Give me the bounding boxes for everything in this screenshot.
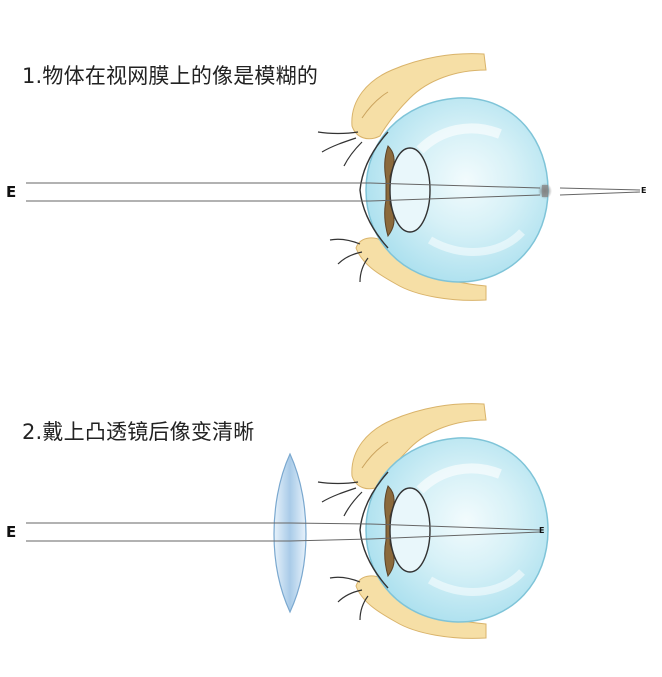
cornea (359, 471, 389, 589)
object-symbol-1: E (6, 183, 17, 201)
eye-illustration-2 (26, 403, 549, 639)
diagram-clear-image: 2.戴上凸透镜后像变清晰 E E (0, 330, 662, 677)
light-rays-refracted (289, 522, 541, 542)
caption-2: 2.戴上凸透镜后像变清晰 (22, 420, 255, 444)
eyelashes-top (317, 481, 363, 517)
cornea (359, 131, 389, 249)
eyeball (365, 437, 549, 623)
caption-1: 1.物体在视网膜上的像是模糊的 (22, 64, 319, 88)
eye-illustration-1 (26, 53, 641, 301)
diagram-blurry-image: 1.物体在视网膜上的像是模糊的 E E (0, 0, 662, 330)
eyelashes-top (317, 131, 363, 167)
upper-eyelid (351, 53, 487, 140)
light-rays-incoming (26, 522, 290, 542)
light-rays-incoming (26, 182, 370, 202)
light-rays-refracted (369, 182, 641, 202)
focus-point-symbol-1: E (641, 186, 647, 195)
eye-lens (389, 147, 431, 233)
clear-image-symbol-2: E (539, 526, 545, 535)
eye-lens (389, 487, 431, 573)
convex-lens (273, 452, 307, 614)
eyelashes-bottom (329, 238, 369, 283)
eyeball (365, 97, 549, 283)
object-symbol-2: E (6, 523, 17, 541)
eyelashes-bottom (329, 576, 369, 621)
